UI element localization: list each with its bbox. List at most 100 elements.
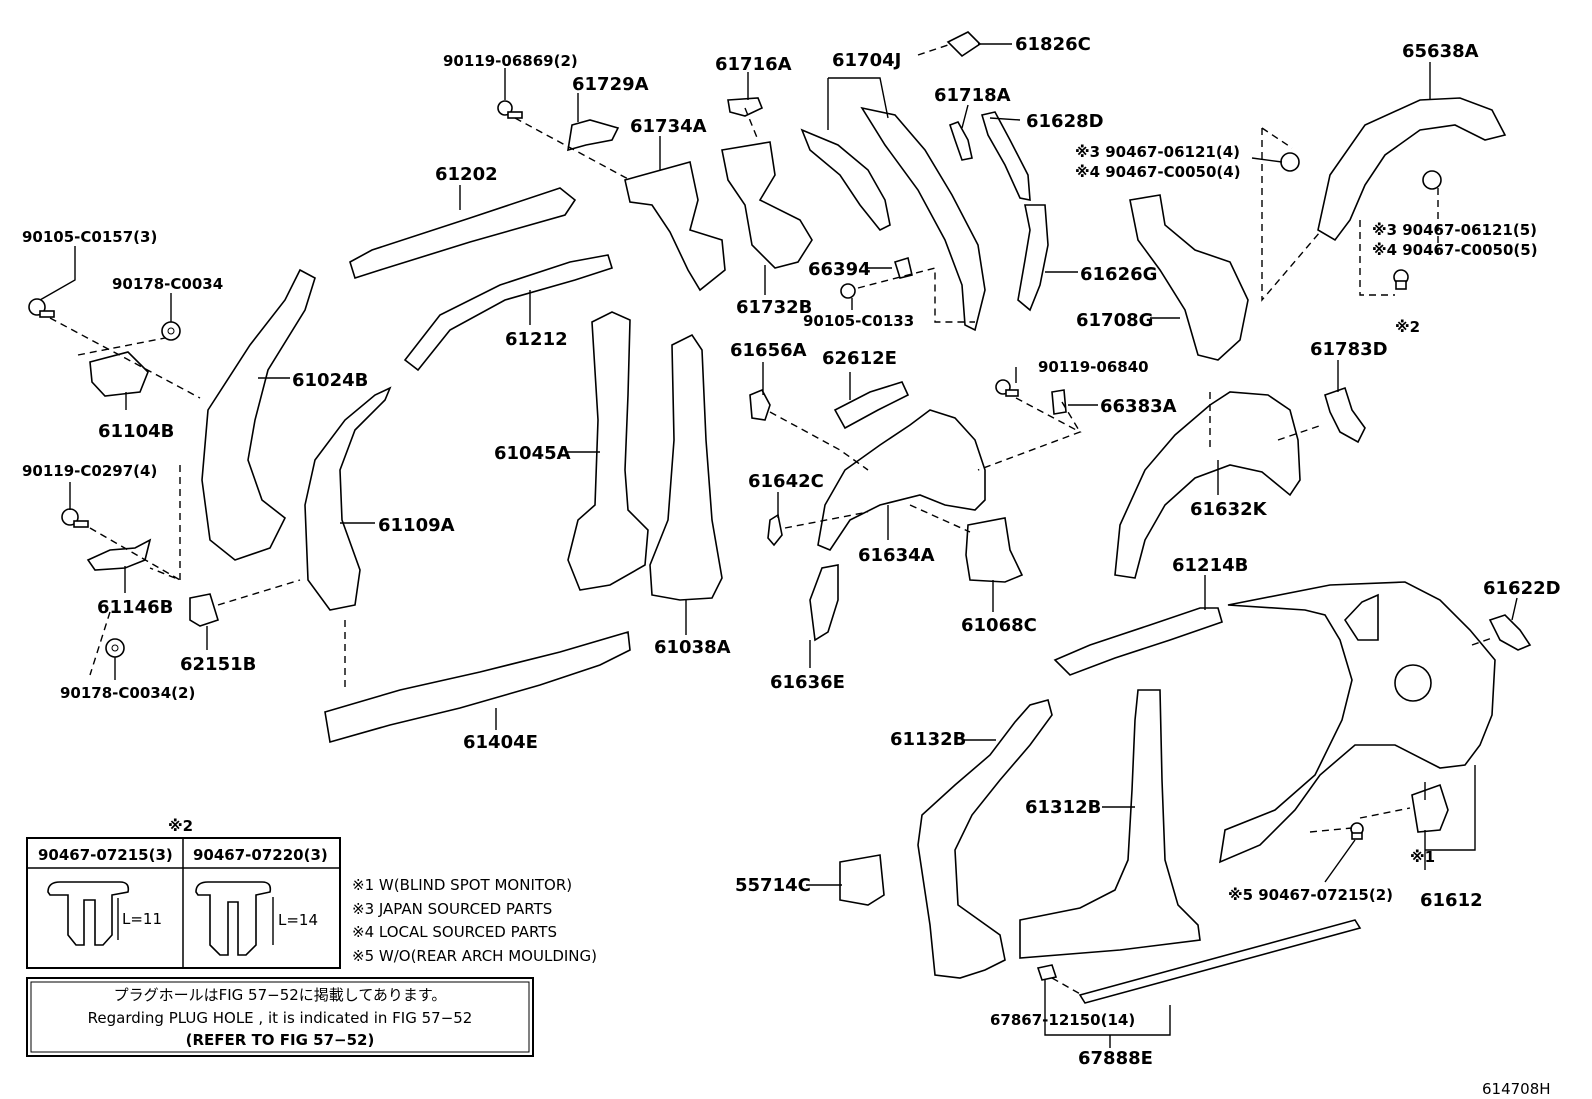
label-61708G: 61708G xyxy=(1076,310,1153,331)
label-67867: 67867-12150(14) xyxy=(990,1011,1135,1029)
bolt-icon xyxy=(497,100,523,119)
leader-line xyxy=(989,117,1021,121)
part-61038A xyxy=(649,333,723,601)
label-61704J: 61704J xyxy=(832,50,901,71)
leader-line xyxy=(827,77,889,130)
label-62612E: 62612E xyxy=(822,348,897,369)
part-61708G xyxy=(1129,194,1249,361)
guide-line xyxy=(1261,127,1321,302)
label-61038A: 61038A xyxy=(654,637,731,658)
label-s5: ※5 90467-07215(2) xyxy=(1228,886,1393,904)
label-61146B: 61146B xyxy=(97,597,173,618)
bolt-icon xyxy=(840,283,856,299)
label-61109A: 61109A xyxy=(378,515,455,536)
label-61312B: 61312B xyxy=(1025,797,1101,818)
part-61622D xyxy=(1488,614,1532,651)
leader-line xyxy=(1324,839,1356,883)
label-61729A: 61729A xyxy=(572,74,649,95)
nut-icon xyxy=(105,638,125,658)
nut-icon xyxy=(161,321,181,341)
part-61826C xyxy=(946,31,982,58)
guide-line xyxy=(977,397,1082,471)
label-55714C: 55714C xyxy=(735,875,811,896)
label-61783D: 61783D xyxy=(1310,339,1388,360)
guide-line xyxy=(1277,424,1323,441)
label-61716A: 61716A xyxy=(715,54,792,75)
part-65638A xyxy=(1317,97,1507,242)
label-61632K: 61632K xyxy=(1190,499,1268,520)
guide-line xyxy=(1051,977,1083,996)
label-61718A: 61718A xyxy=(934,85,1011,106)
clip-icon xyxy=(1051,389,1067,415)
clip-table: ※2 90467-07215(3) 90467-07220(3) L=11 L=… xyxy=(26,817,341,969)
plug-hole-line-ref: (REFER TO FIG 57−52) xyxy=(186,1031,375,1049)
label-61634A: 61634A xyxy=(858,545,935,566)
leader-line xyxy=(1424,765,1476,870)
label-61642C: 61642C xyxy=(748,471,824,492)
label-90178-C0034-2: 90178-C0034(2) xyxy=(60,684,195,702)
clip-90467-07215-icon: L=11 xyxy=(47,881,162,946)
nut-icon xyxy=(1280,152,1300,172)
label-61622D: 61622D xyxy=(1483,578,1561,599)
guide-line xyxy=(1359,220,1395,296)
label-61068C: 61068C xyxy=(961,615,1037,636)
bolt-icon xyxy=(61,508,89,528)
label-s3-bot: ※3 90467-06121(5) xyxy=(1372,221,1537,239)
part-61212 xyxy=(403,254,613,372)
diagram-id: 614708H xyxy=(1482,1080,1551,1098)
label-61214B: 61214B xyxy=(1172,555,1248,576)
note-1: ※1 W(BLIND SPOT MONITOR) xyxy=(352,876,572,894)
part-62151B xyxy=(189,593,219,627)
label-90119-06840: 90119-06840 xyxy=(1038,358,1149,376)
bolt-icon xyxy=(995,379,1019,397)
guide-line xyxy=(77,337,166,356)
part-61628D xyxy=(980,111,1031,201)
label-67888E: 67888E xyxy=(1078,1048,1153,1069)
guide-line xyxy=(769,411,869,471)
part-61732B xyxy=(721,141,813,269)
note-3: ※3 JAPAN SOURCED PARTS xyxy=(352,900,552,918)
label-x1: ※1 xyxy=(1410,848,1435,866)
guide-line xyxy=(857,267,975,323)
label-61826C: 61826C xyxy=(1015,34,1091,55)
label-90119-06869: 90119-06869(2) xyxy=(443,52,578,70)
label-61734A: 61734A xyxy=(630,116,707,137)
part-61783D xyxy=(1324,386,1366,444)
guide-line xyxy=(784,511,869,529)
guide-line xyxy=(1471,637,1493,646)
part-61109A xyxy=(304,386,392,611)
leader-line xyxy=(1511,597,1518,621)
part-67867-clip xyxy=(1036,964,1058,981)
guide-line xyxy=(909,504,971,533)
bolt-icon xyxy=(28,298,55,318)
part-61634A xyxy=(817,409,986,551)
part-61716A xyxy=(727,97,764,117)
guide-line xyxy=(217,579,301,606)
part-61132B xyxy=(917,699,1053,979)
leader-line xyxy=(961,104,969,129)
label-61404E: 61404E xyxy=(463,732,538,753)
label-66394: 66394 xyxy=(808,259,871,280)
label-61612: 61612 xyxy=(1420,890,1483,911)
label-61024B: 61024B xyxy=(292,370,368,391)
leader-line xyxy=(39,246,76,301)
label-61656A: 61656A xyxy=(730,340,807,361)
part-61312B xyxy=(1019,689,1201,959)
label-90105-C0133: 90105-C0133 xyxy=(803,312,914,330)
part-61734A xyxy=(624,161,726,292)
label-x2: ※2 xyxy=(1395,318,1420,336)
clip-icon xyxy=(893,256,913,279)
label-61202: 61202 xyxy=(435,164,498,185)
part-61045A xyxy=(567,311,649,591)
part-61214B xyxy=(1053,607,1223,676)
clip-table-col2-length: L=14 xyxy=(278,911,318,929)
guide-line xyxy=(744,107,759,141)
clip-table-col1-part: 90467-07215(3) xyxy=(38,846,173,864)
label-61628D: 61628D xyxy=(1026,111,1104,132)
clip-table-col2-part: 90467-07220(3) xyxy=(193,846,328,864)
clip-90467-07220-icon: L=14 xyxy=(195,881,318,956)
label-61626G: 61626G xyxy=(1080,264,1157,285)
plug-hole-line-jp: プラグホールはFIG 57−52に掲載してあります。 xyxy=(114,986,447,1004)
guide-line xyxy=(1309,827,1353,833)
fuel-door-opening xyxy=(1394,664,1432,702)
